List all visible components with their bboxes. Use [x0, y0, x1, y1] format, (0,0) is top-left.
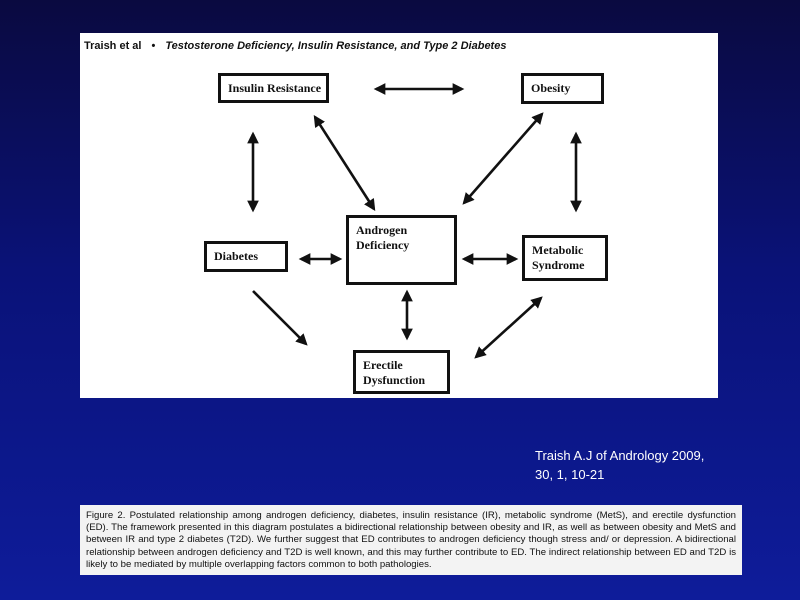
- arrow-diabetes-erectile: [252, 290, 308, 346]
- arrow-metabolic-erectile: [474, 296, 543, 359]
- node-diabetes: Diabetes: [204, 241, 288, 272]
- node-erectile-dysfunction-label: Erectile Dysfunction: [363, 358, 426, 387]
- citation-line-1: Traish A.J of Andrology 2009,: [535, 448, 705, 463]
- arrow-ir-androgen: [313, 115, 376, 211]
- node-metabolic-syndrome-label: Metabolic Syndrome: [532, 243, 585, 272]
- arrow-obesity-androgen: [462, 112, 544, 205]
- node-diabetes-label: Diabetes: [214, 249, 258, 263]
- citation: Traish A.J of Andrology 2009, 30, 1, 10-…: [535, 446, 775, 484]
- node-erectile-dysfunction: Erectile Dysfunction: [353, 350, 450, 394]
- diagram-arrows: [247, 83, 582, 359]
- node-insulin-resistance-label: Insulin Resistance: [228, 81, 322, 95]
- node-metabolic-syndrome: Metabolic Syndrome: [522, 235, 608, 281]
- figure-header-article: Testosterone Deficiency, Insulin Resista…: [165, 40, 507, 52]
- node-insulin-resistance: Insulin Resistance: [218, 73, 329, 103]
- figure-caption-box: Figure 2. Postulated relationship among …: [80, 505, 742, 575]
- figure-header-author: Traish et al: [84, 40, 142, 52]
- figure-panel: Traish et al • Testosterone Deficiency, In…: [80, 33, 718, 398]
- figure-header-separator: •: [151, 40, 156, 52]
- node-obesity-label: Obesity: [531, 81, 571, 95]
- citation-line-2: 30, 1, 10-21: [535, 467, 605, 482]
- node-androgen-deficiency: Androgen Deficiency: [346, 215, 457, 285]
- node-obesity: Obesity: [521, 73, 604, 104]
- figure-caption-text: Figure 2. Postulated relationship among …: [86, 510, 736, 570]
- node-androgen-deficiency-label: Androgen Deficiency: [356, 223, 410, 252]
- figure-header: Traish et al • Testosterone Deficiency, In…: [84, 40, 506, 52]
